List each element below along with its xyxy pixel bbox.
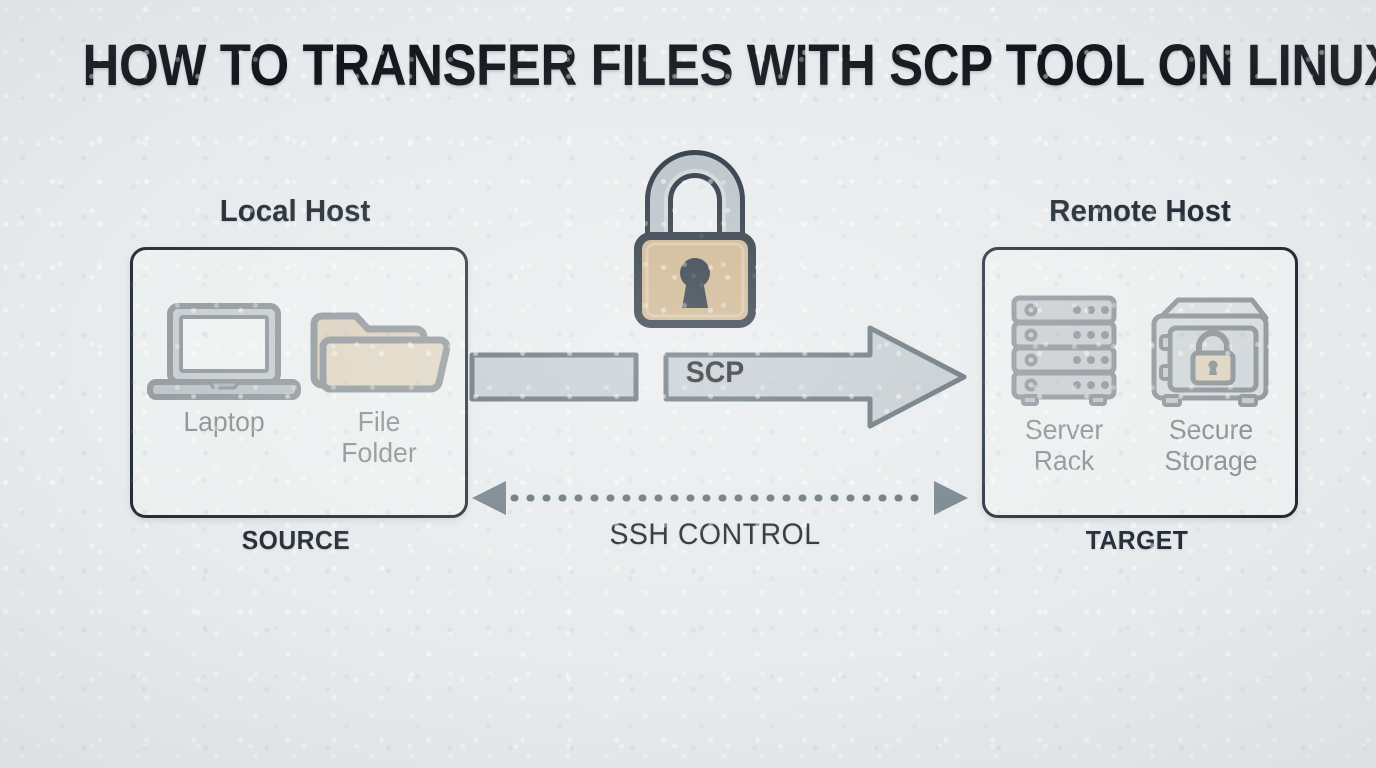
source-role-label: SOURCE (241, 525, 351, 555)
remote-host-box (982, 247, 1298, 518)
target-role-label: TARGET (1085, 525, 1189, 555)
local-host-heading: Local Host (219, 193, 371, 228)
page-title: HOW TO TRANSFER FILES WITH SCP TOOL ON L… (82, 33, 1376, 98)
scp-flow-label: SCP (685, 356, 745, 389)
ssh-control-arrow (470, 478, 970, 518)
padlock-item (628, 140, 762, 330)
scp-transfer-arrow (469, 322, 970, 432)
ssh-control-label: SSH CONTROL (609, 518, 821, 551)
padlock-icon (634, 150, 756, 328)
local-host-box (130, 247, 468, 518)
remote-host-heading: Remote Host (1049, 193, 1231, 228)
